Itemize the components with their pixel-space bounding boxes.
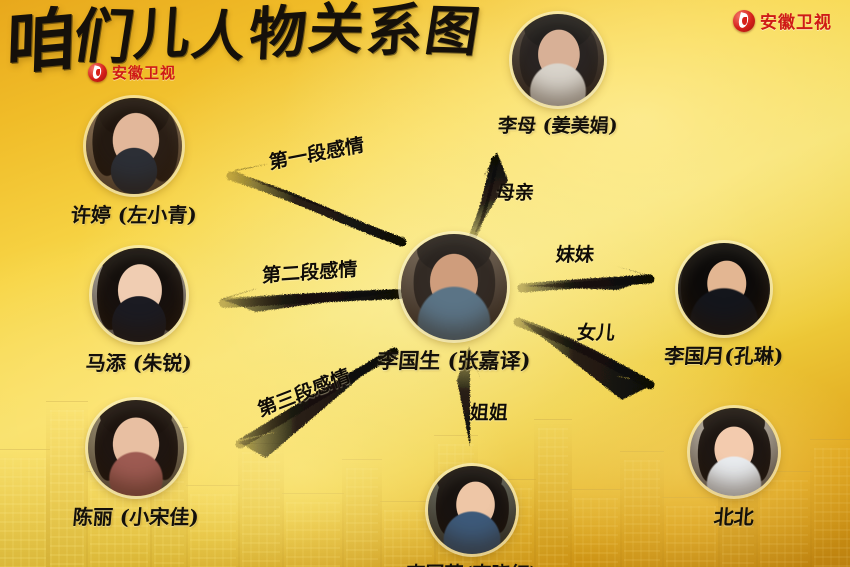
person-name-xuting: 许婷 (左小青) (69, 203, 198, 227)
title-char: 物 (247, 0, 311, 70)
title-char: 儿 (131, 0, 195, 69)
title-char: 系 (364, 0, 427, 66)
title-char: 关 (304, 0, 371, 62)
person-name-mother: 李母 (姜美娟) (497, 115, 619, 137)
portrait-photo-mother (512, 14, 604, 106)
portrait-photo-xuting (86, 98, 182, 194)
person-name-child: 北北 (712, 505, 755, 529)
person-node-matian: 马添 (朱锐) (32, 248, 246, 376)
person-name-chenli: 陈丽 (小宋佳) (71, 505, 200, 529)
anhui-tv-logo-icon (88, 63, 107, 82)
portrait-photo-matian (92, 248, 186, 342)
portrait-photo-center (401, 234, 507, 340)
person-name-matian: 马添 (朱锐) (84, 351, 193, 375)
person-node-sister2: 李国萍(李晓红) (368, 466, 576, 567)
person-node-xuting: 许婷 (左小青) (26, 98, 242, 228)
person-node-sister: 李国月(孔琳) (618, 243, 830, 369)
channel-logo-title: 安徽卫视 (88, 62, 176, 83)
relationship-label-sis: 妹妹 (554, 244, 595, 266)
channel-logo-label: 安徽卫视 (760, 13, 832, 33)
portrait-photo-chenli (88, 400, 184, 496)
person-node-center: 李国生 (张嘉译) (341, 234, 567, 375)
portrait-photo-child (690, 408, 778, 496)
person-node-mother: 李母 (姜美娟) (452, 14, 664, 138)
person-node-chenli: 陈丽 (小宋佳) (28, 400, 244, 530)
person-name-sister2: 李国萍(李晓红) (367, 559, 577, 567)
page-title: 咱们儿人物关系图 (6, 0, 486, 85)
relationship-label-rel1: 第一段感情 (268, 134, 366, 174)
title-char: 人 (187, 3, 254, 70)
poster-title: 咱们儿人物关系图 (6, 0, 486, 85)
relationship-label-dau: 女儿 (575, 322, 616, 344)
person-name-sister: 李国月(孔琳) (663, 344, 785, 368)
relationship-label-rel3: 第三段感情 (255, 365, 353, 422)
person-node-child: 北北 (630, 408, 838, 530)
anhui-tv-logo-icon (733, 9, 755, 32)
relationship-label-eldsis: 姐姐 (468, 402, 509, 424)
channel-logo-label: 安徽卫视 (112, 64, 177, 82)
person-name-center: 李国生 (张嘉译) (376, 348, 532, 373)
relationship-label-mom: 母亲 (494, 182, 535, 204)
channel-logo-corner: 安徽卫视 (733, 8, 832, 33)
title-char: 们 (69, 1, 141, 73)
portrait-photo-sister (678, 243, 770, 335)
portrait-photo-sister2 (428, 466, 516, 554)
